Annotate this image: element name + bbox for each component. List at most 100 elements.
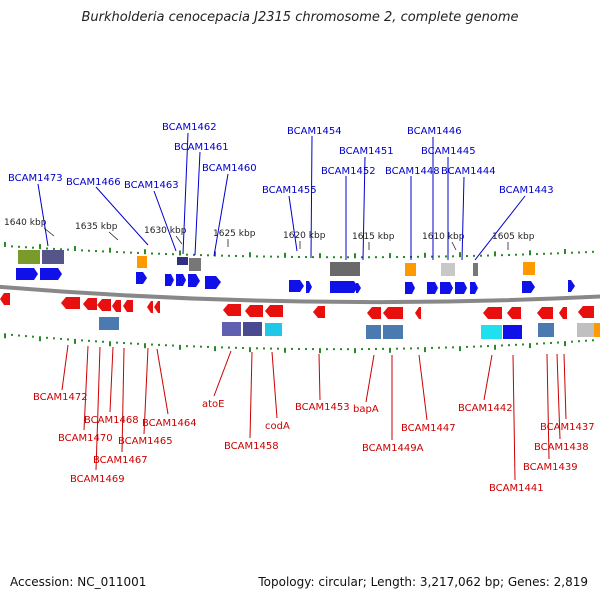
scale-tick bbox=[578, 251, 580, 254]
scale-tick bbox=[172, 344, 174, 347]
scale-tick bbox=[11, 333, 13, 336]
scale-tick bbox=[109, 341, 111, 347]
forward-gene-label: BCAM1473 bbox=[8, 173, 63, 184]
scale-tick bbox=[347, 256, 349, 259]
reverse-gene bbox=[83, 298, 97, 310]
scale-tick bbox=[144, 343, 146, 349]
scale-tick bbox=[88, 249, 90, 252]
forward-gene bbox=[165, 274, 174, 286]
feature-box bbox=[523, 262, 535, 275]
scale-tick bbox=[186, 253, 188, 256]
scale-tick bbox=[480, 254, 482, 257]
scale-tick bbox=[326, 256, 328, 259]
scale-tick-label: 1635 kbp bbox=[75, 222, 118, 232]
scale-tick-label: 1610 kbp bbox=[422, 232, 465, 242]
scale-tick bbox=[214, 251, 216, 257]
scale-tick bbox=[179, 344, 181, 350]
scale-tick bbox=[326, 348, 328, 351]
scale-tick bbox=[536, 253, 538, 256]
forward-gene-label: BCAM1448 bbox=[385, 166, 440, 177]
scale-tick bbox=[95, 250, 97, 253]
scale-tick bbox=[571, 251, 573, 254]
scale-tick bbox=[515, 253, 517, 256]
scale-tick bbox=[88, 339, 90, 342]
scale-tick bbox=[158, 343, 160, 346]
scale-tick bbox=[459, 252, 461, 258]
scale-tick bbox=[284, 347, 286, 353]
scale-tick bbox=[557, 252, 559, 255]
scale-tick bbox=[270, 347, 272, 350]
scale-tick bbox=[543, 252, 545, 255]
scale-tick bbox=[137, 251, 139, 254]
scale-tick bbox=[151, 343, 153, 346]
scale-tick bbox=[242, 346, 244, 349]
forward-gene-label: BCAM1454 bbox=[287, 126, 342, 137]
feature-box bbox=[366, 325, 381, 339]
reverse-gene-label: BCAM1458 bbox=[224, 441, 279, 452]
scale-tick bbox=[249, 347, 251, 353]
scale-tick bbox=[536, 342, 538, 345]
forward-genes bbox=[16, 268, 575, 294]
reverse-gene bbox=[265, 305, 283, 317]
scale-tick-label: 1630 kbp bbox=[144, 226, 187, 236]
scale-tick bbox=[592, 250, 594, 253]
scale-tick bbox=[46, 336, 48, 339]
scale-tick bbox=[137, 342, 139, 345]
scale-tick bbox=[193, 345, 195, 348]
scale-tick bbox=[319, 348, 321, 354]
feature-box bbox=[577, 323, 594, 337]
forward-gene bbox=[16, 268, 38, 280]
scale-tick bbox=[235, 346, 237, 349]
forward-gene-label: BCAM1460 bbox=[202, 163, 257, 174]
feature-box bbox=[405, 263, 416, 276]
scale-tick bbox=[53, 247, 55, 250]
reverse-gene-label: BCAM1468 bbox=[84, 415, 139, 426]
scale-tick bbox=[165, 252, 167, 255]
scale-tick bbox=[32, 335, 34, 338]
reverse-gene-label: BCAM1465 bbox=[118, 436, 173, 447]
scale-tick bbox=[368, 256, 370, 259]
scale-tick bbox=[207, 345, 209, 348]
scale-tick bbox=[151, 252, 153, 255]
reverse-gene-label: BCAM1472 bbox=[33, 392, 88, 403]
scale-tick bbox=[347, 348, 349, 351]
scale-tick bbox=[130, 251, 132, 254]
forward-gene-label: BCAM1463 bbox=[124, 180, 179, 191]
scale-tick bbox=[4, 333, 6, 339]
reverse-gene bbox=[245, 305, 263, 317]
scale-tick bbox=[305, 348, 307, 351]
scale-tick bbox=[522, 253, 524, 256]
reverse-gene bbox=[415, 307, 421, 319]
scale-tick bbox=[571, 340, 573, 343]
reverse-gene bbox=[383, 307, 403, 319]
feature-box bbox=[243, 322, 262, 336]
scale-tick bbox=[333, 256, 335, 259]
scale-tick bbox=[291, 255, 293, 258]
reverse-gene bbox=[112, 300, 121, 312]
scale-tick bbox=[585, 251, 587, 254]
scale-tick bbox=[459, 346, 461, 352]
tick-ring-bottom bbox=[4, 333, 594, 354]
reverse-genes bbox=[0, 293, 594, 319]
forward-gene-label: BCAM1451 bbox=[339, 146, 394, 157]
feature-box bbox=[137, 256, 147, 268]
scale-tick bbox=[508, 253, 510, 256]
scale-tick bbox=[74, 246, 76, 252]
scale-tick bbox=[186, 345, 188, 348]
scale-tick bbox=[242, 255, 244, 258]
scale-tick bbox=[375, 256, 377, 259]
scale-tick bbox=[81, 339, 83, 342]
reverse-gene-label: BCAM1437 bbox=[540, 422, 595, 433]
scale-tick bbox=[263, 255, 265, 258]
scale-tick-label: 1605 kbp bbox=[492, 232, 535, 242]
forward-gene bbox=[136, 272, 147, 284]
reverse-gene-label: BCAM1442 bbox=[458, 403, 513, 414]
scale-tick bbox=[270, 255, 272, 258]
scale-tick bbox=[354, 253, 356, 259]
scale-tick bbox=[305, 256, 307, 259]
scale-tick bbox=[557, 341, 559, 344]
genome-summary-text: Topology: circular; Length: 3,217,062 bp… bbox=[258, 575, 588, 589]
forward-gene bbox=[40, 268, 62, 280]
scale-tick bbox=[25, 335, 27, 338]
